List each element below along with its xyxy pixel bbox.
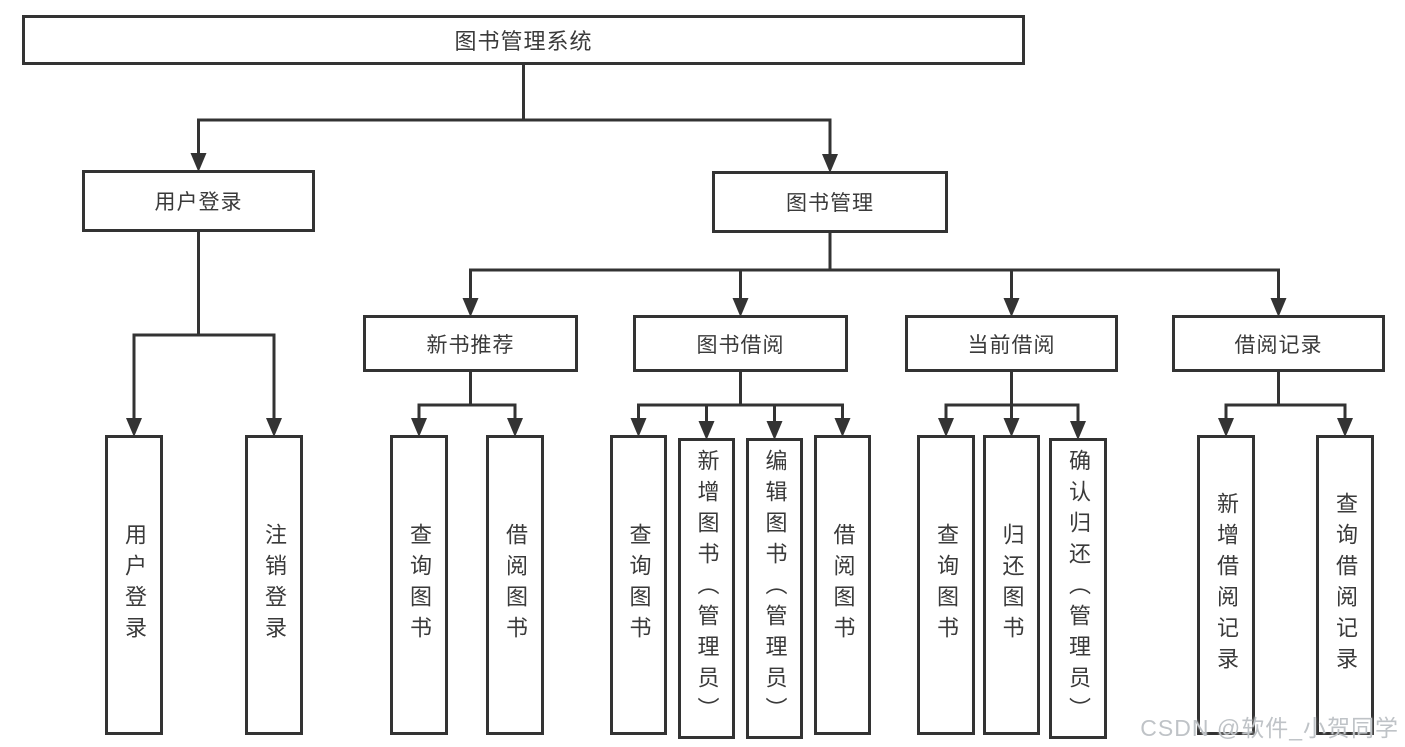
node-leaf-add-borrow-record: 新增借阅记录 bbox=[1197, 435, 1255, 735]
node-label-leaf-add-borrow-record: 新增借阅记录 bbox=[1214, 492, 1239, 678]
node-leaf-confirm-return-admin: 确认归还（管理员） bbox=[1049, 438, 1107, 739]
node-label-current-borrowing: 当前借阅 bbox=[967, 333, 1056, 357]
node-label-leaf-query-book-recommend: 查询图书 bbox=[407, 523, 432, 647]
node-leaf-logout: 注销登录 bbox=[245, 435, 303, 735]
node-label-new-book-recommend: 新书推荐 bbox=[426, 333, 515, 357]
node-label-leaf-logout: 注销登录 bbox=[262, 523, 287, 647]
node-leaf-query-book-recommend: 查询图书 bbox=[390, 435, 448, 735]
node-label-book-management: 图书管理 bbox=[786, 192, 874, 215]
node-current-borrowing: 当前借阅 bbox=[905, 315, 1118, 372]
node-label-borrowing-records: 借阅记录 bbox=[1234, 333, 1323, 357]
node-book-management: 图书管理 bbox=[712, 171, 948, 233]
node-borrowing-records: 借阅记录 bbox=[1172, 315, 1385, 372]
node-leaf-borrow-book-borrowing: 借阅图书 bbox=[814, 435, 871, 735]
node-label-leaf-query-borrow-record: 查询借阅记录 bbox=[1333, 492, 1358, 678]
node-label-leaf-edit-book-admin: 编辑图书（管理员） bbox=[762, 449, 788, 728]
node-leaf-return-book: 归还图书 bbox=[983, 435, 1040, 735]
node-leaf-query-borrow-record: 查询借阅记录 bbox=[1316, 435, 1374, 735]
node-book-borrowing: 图书借阅 bbox=[633, 315, 848, 372]
node-label-user-login: 用户登录 bbox=[154, 191, 243, 214]
node-label-leaf-add-book-admin: 新增图书（管理员） bbox=[694, 449, 720, 728]
watermark: CSDN @软件_小贺同学 bbox=[1140, 715, 1399, 741]
node-label-book-borrowing: 图书借阅 bbox=[696, 333, 785, 357]
node-new-book-recommend: 新书推荐 bbox=[363, 315, 578, 372]
node-leaf-borrow-book-recommend: 借阅图书 bbox=[486, 435, 544, 735]
node-leaf-query-book-borrowing: 查询图书 bbox=[610, 435, 667, 735]
node-user-login: 用户登录 bbox=[82, 170, 315, 232]
node-label-leaf-query-book-current: 查询图书 bbox=[934, 523, 959, 647]
node-label-leaf-query-book-borrowing: 查询图书 bbox=[626, 523, 652, 647]
node-leaf-user-login: 用户登录 bbox=[105, 435, 163, 735]
node-label-leaf-return-book: 归还图书 bbox=[999, 523, 1025, 647]
node-label-leaf-user-login: 用户登录 bbox=[122, 523, 147, 647]
node-label-leaf-borrow-book-borrowing: 借阅图书 bbox=[830, 523, 856, 647]
node-leaf-add-book-admin: 新增图书（管理员） bbox=[678, 438, 735, 739]
node-label-root: 图书管理系统 bbox=[454, 29, 593, 54]
node-root: 图书管理系统 bbox=[22, 15, 1025, 65]
node-label-leaf-confirm-return-admin: 确认归还（管理员） bbox=[1066, 449, 1091, 728]
node-leaf-query-book-current: 查询图书 bbox=[917, 435, 975, 735]
node-leaf-edit-book-admin: 编辑图书（管理员） bbox=[746, 438, 803, 739]
node-label-leaf-borrow-book-recommend: 借阅图书 bbox=[503, 523, 528, 647]
